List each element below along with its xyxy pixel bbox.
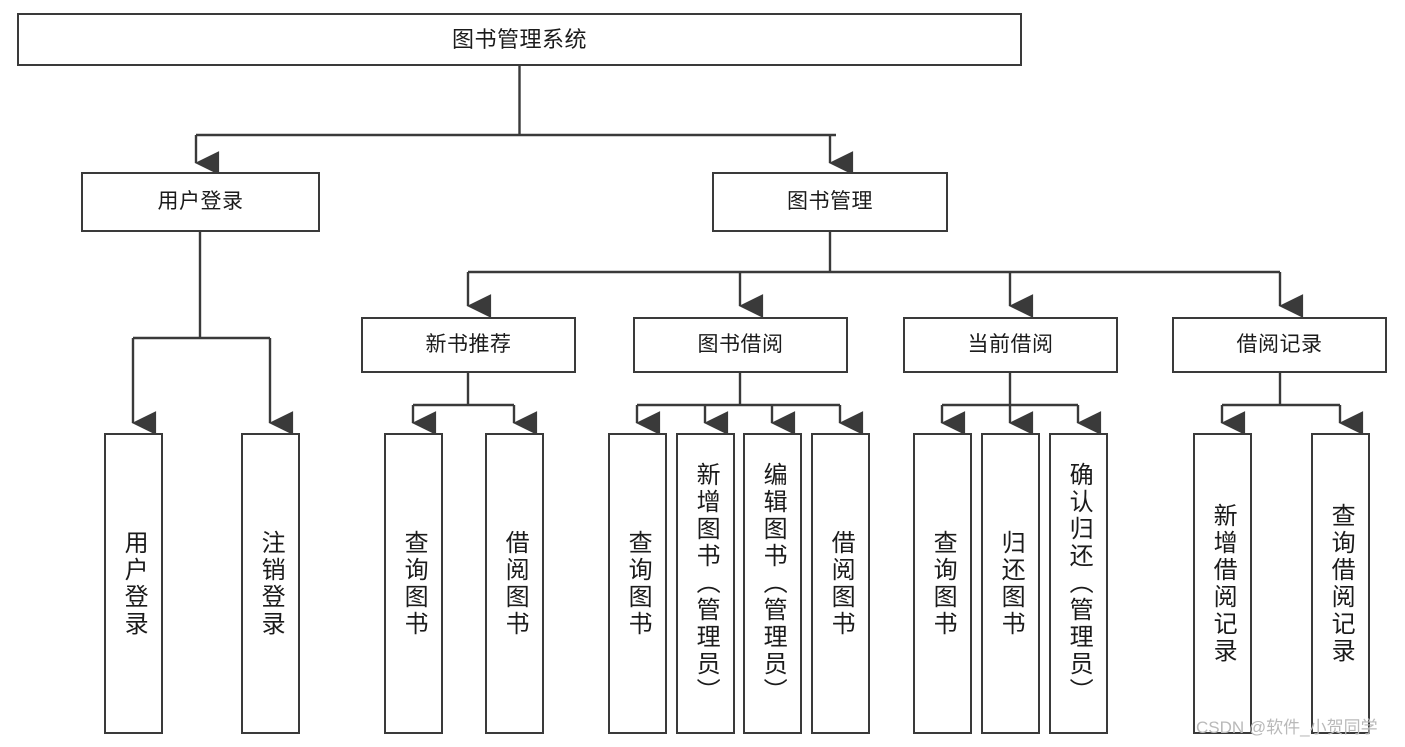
node-label: 新书推荐 [425, 332, 512, 356]
node-borrow-records[interactable]: 借阅记录 [1172, 317, 1387, 373]
node-label: 查询图书 [624, 529, 652, 638]
node-leaf-query-book-current[interactable]: 查询图书 [913, 433, 972, 734]
watermark-text: CSDN @软件_小贺同学 [1196, 718, 1378, 737]
node-leaf-query-book-borrow[interactable]: 查询图书 [608, 433, 667, 734]
node-label: 编辑图书（管理员） [759, 462, 787, 705]
node-label: 新增借阅记录 [1209, 502, 1237, 665]
node-label: 新增图书（管理员） [692, 462, 720, 705]
node-current-borrow[interactable]: 当前借阅 [903, 317, 1118, 373]
node-leaf-user-login[interactable]: 用户登录 [104, 433, 163, 734]
node-label: 借阅图书 [827, 529, 855, 638]
node-label: 查询借阅记录 [1327, 502, 1355, 665]
node-label: 借阅图书 [501, 529, 529, 638]
node-label: 图书借阅 [697, 332, 784, 356]
node-leaf-add-book-admin[interactable]: 新增图书（管理员） [676, 433, 735, 734]
node-leaf-edit-book-admin[interactable]: 编辑图书（管理员） [743, 433, 802, 734]
node-leaf-user-logout[interactable]: 注销登录 [241, 433, 300, 734]
node-label: 用户登录 [157, 189, 244, 213]
node-label: 借阅记录 [1236, 332, 1323, 356]
node-label: 查询图书 [929, 529, 957, 638]
node-label: 归还图书 [997, 529, 1025, 638]
node-leaf-query-book-newbook[interactable]: 查询图书 [384, 433, 443, 734]
node-label: 图书管理 [787, 189, 873, 213]
node-label: 图书管理系统 [451, 26, 587, 52]
node-book-borrow[interactable]: 图书借阅 [633, 317, 848, 373]
node-leaf-confirm-return-admin[interactable]: 确认归还（管理员） [1049, 433, 1108, 734]
node-root-system[interactable]: 图书管理系统 [17, 13, 1022, 66]
node-leaf-borrow-book-newbook[interactable]: 借阅图书 [485, 433, 544, 734]
node-new-book-recommend[interactable]: 新书推荐 [361, 317, 576, 373]
node-leaf-return-book[interactable]: 归还图书 [981, 433, 1040, 734]
node-label: 注销登录 [257, 529, 285, 638]
node-label: 查询图书 [400, 529, 428, 638]
node-label: 用户登录 [120, 529, 148, 638]
node-book-management[interactable]: 图书管理 [712, 172, 948, 232]
node-user-login[interactable]: 用户登录 [81, 172, 320, 232]
node-leaf-add-borrow-record[interactable]: 新增借阅记录 [1193, 433, 1252, 734]
node-leaf-query-borrow-record[interactable]: 查询借阅记录 [1311, 433, 1370, 734]
node-leaf-borrow-book[interactable]: 借阅图书 [811, 433, 870, 734]
node-label: 确认归还（管理员） [1065, 462, 1093, 705]
node-label: 当前借阅 [967, 332, 1054, 356]
